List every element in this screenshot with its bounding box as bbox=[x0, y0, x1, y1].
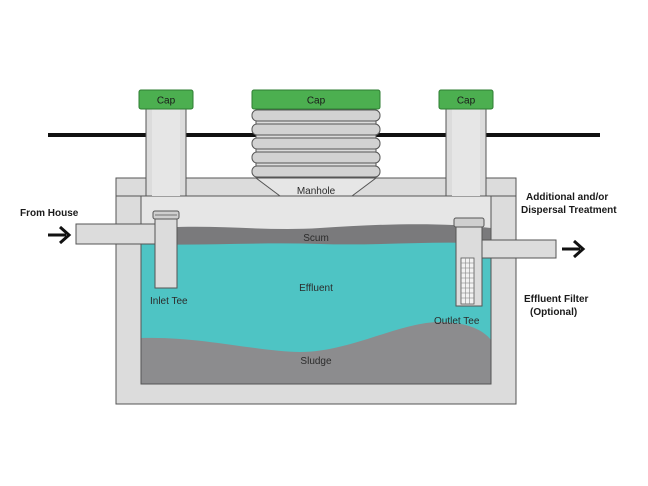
effluent-filter bbox=[460, 257, 475, 305]
cap-right-label: Cap bbox=[457, 96, 476, 107]
center-riser bbox=[251, 105, 381, 179]
sludge-layer bbox=[141, 322, 491, 384]
cap-right: Cap bbox=[438, 89, 494, 110]
riser-rib bbox=[251, 165, 381, 178]
effluent-filter-line1: Effluent Filter bbox=[524, 294, 589, 305]
arrow-right-icon bbox=[562, 239, 586, 259]
outlet-pipe bbox=[453, 217, 557, 307]
effluent-filter-line2: (Optional) bbox=[530, 307, 577, 318]
inlet-tee-label: Inlet Tee bbox=[150, 296, 188, 307]
from-house-label: From House bbox=[20, 208, 79, 219]
riser-rib bbox=[251, 151, 381, 164]
cap-left-label: Cap bbox=[157, 96, 176, 107]
riser-rib bbox=[251, 109, 381, 122]
additional-treatment-line2: Dispersal Treatment bbox=[521, 205, 617, 216]
cap-left: Cap bbox=[138, 89, 194, 110]
effluent-label: Effluent bbox=[299, 283, 333, 294]
cap-center: Cap bbox=[251, 89, 381, 110]
riser-rib bbox=[251, 137, 381, 150]
arrow-right-icon bbox=[48, 225, 72, 245]
outlet-tee-label: Outlet Tee bbox=[434, 316, 480, 327]
inlet-tee-vertical bbox=[154, 215, 178, 289]
scum-layer bbox=[141, 224, 491, 245]
additional-treatment-line1: Additional and/or bbox=[526, 192, 608, 203]
right-riser-inner bbox=[452, 108, 480, 196]
riser-rib bbox=[251, 123, 381, 136]
manhole-label: Manhole bbox=[297, 186, 336, 197]
cap-center-label: Cap bbox=[307, 96, 326, 107]
scum-label: Scum bbox=[303, 233, 329, 244]
outlet-tee-collar bbox=[453, 217, 485, 228]
sludge-label: Sludge bbox=[300, 356, 332, 367]
left-riser-inner bbox=[152, 108, 180, 196]
inlet-pipe bbox=[75, 210, 180, 289]
